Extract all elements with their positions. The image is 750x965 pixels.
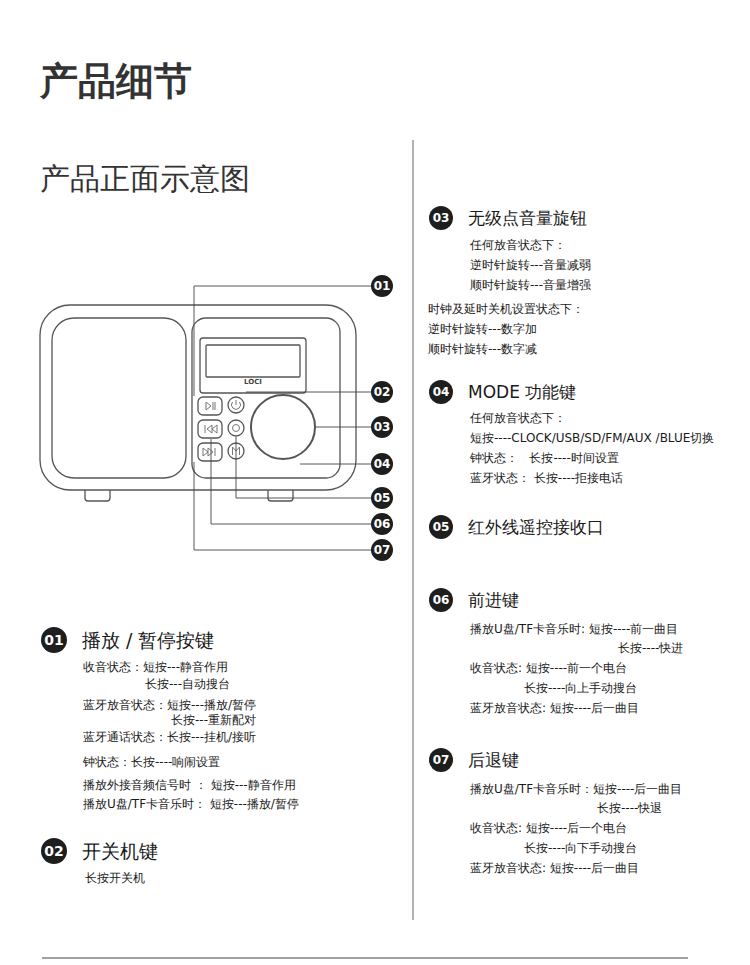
speaker-panel (52, 318, 186, 478)
logo-text: LOCI (244, 378, 262, 386)
callout-circle: 04 (371, 453, 393, 475)
instruction-text: 蓝牙状态： 长按----拒接电话 (470, 471, 623, 485)
section-heading: MODE 功能键 (468, 382, 576, 402)
leader-lines (194, 286, 371, 550)
foot (85, 490, 110, 501)
instruction-text: 顺时针旋转---音量增强 (470, 278, 591, 292)
callout-circle: 01 (371, 275, 393, 297)
section-heading: 无级点音量旋钮 (468, 208, 587, 228)
callout-circle: 05 (429, 515, 453, 539)
callout-number: 05 (374, 492, 391, 504)
display-screen (206, 345, 300, 377)
power-button (228, 397, 244, 413)
callout-circle: 06 (371, 513, 393, 535)
ir-receiver (228, 420, 244, 436)
instruction-text: 长按----向上手动搜台 (524, 681, 637, 695)
instruction-text: 长按----快退 (597, 801, 662, 815)
bottom-rule (42, 958, 688, 959)
display-frame (200, 338, 306, 393)
instruction-text: 任何放音状态下： (470, 238, 566, 252)
instruction-text: 短按----CLOCK/USB/SD/FM/AUX /BLUE切换 (470, 431, 714, 445)
column-divider (413, 140, 414, 920)
section-heading: 红外线遥控接收口 (468, 517, 604, 537)
callout-circle: 02 (41, 838, 67, 864)
section-heading: 开关机键 (82, 840, 158, 863)
callout-number: 05 (433, 521, 450, 533)
instruction-text: 收音状态: 短按----后一个电台 (470, 821, 627, 835)
callout-circle: 01 (41, 627, 67, 653)
section-heading: 播放 / 暂停按键 (82, 629, 214, 652)
instruction-text: 时钟及延时关机设置状态下： (428, 302, 584, 316)
next-button (198, 443, 222, 461)
callout-circle: 05 (371, 487, 393, 509)
callout-number: 02 (44, 844, 63, 858)
instruction-text: 收音状态: 短按----前一个电台 (470, 661, 627, 675)
instruction-text: 顺时针旋转---数字减 (428, 342, 537, 356)
button-icons (203, 400, 240, 456)
page-title: 产品细节 (40, 59, 192, 105)
prev-button (198, 420, 222, 438)
callout-number: 03 (374, 421, 391, 433)
instruction-text: 蓝牙放音状态: 短按----后一曲目 (470, 701, 639, 715)
volume-knob (251, 395, 315, 459)
callout-number: 07 (374, 544, 391, 556)
callout-circle: 04 (429, 380, 453, 404)
section-heading: 前进键 (468, 590, 519, 610)
instruction-text: 钟状态：长按----响闹设置 (83, 755, 220, 769)
instruction-text: 钟状态： 长按----时间设置 (470, 451, 619, 465)
callout-circle: 07 (429, 748, 453, 772)
callout-number: 07 (433, 754, 450, 766)
section-heading: 后退键 (468, 750, 519, 770)
callout-number: 06 (374, 518, 391, 530)
instruction-text: 播放U盘/TF卡音乐时: 短按----前一曲目 (470, 622, 678, 636)
instruction-text: 播放U盘/TF卡音乐时： 短按---播放/暂停 (83, 797, 299, 811)
callout-number: 04 (433, 386, 450, 398)
callout-number: 04 (374, 458, 391, 470)
instruction-text: 逆时针旋转---数字加 (428, 322, 537, 336)
play-button (198, 397, 222, 415)
callout-circle: 03 (429, 206, 453, 230)
instruction-text: 长按----向下手动搜台 (524, 841, 637, 855)
instruction-text: 播放U盘/TF卡音乐时：短按----后一曲目 (470, 782, 682, 796)
callout-number: 03 (433, 212, 450, 224)
subheading: 产品正面示意图 (40, 161, 250, 197)
callout-circle: 03 (371, 416, 393, 438)
instruction-text: 收音状态：短按---静音作用 (83, 660, 228, 674)
callout-circle: 02 (371, 381, 393, 403)
instruction-text: 长按---自动搜台 (145, 677, 230, 691)
callout-circle: 07 (371, 539, 393, 561)
control-panel (192, 318, 340, 478)
instruction-text: 长按开关机 (85, 871, 145, 885)
instruction-text: 播放外接音频信号时 ： 短按---静音作用 (83, 778, 296, 792)
instruction-text: 蓝牙放音状态: 短按----后一曲目 (470, 861, 639, 875)
foot (268, 490, 293, 501)
callout-number: 02 (374, 386, 391, 398)
radio-housing (40, 305, 356, 490)
instruction-text: 任何放音状态下： (470, 411, 566, 425)
instruction-text: 蓝牙放音状态：短按---播放/暂停 (83, 698, 256, 712)
callout-number: 06 (433, 594, 450, 606)
callout-number: 01 (374, 280, 391, 292)
instruction-text: 逆时针旋转---音量减弱 (470, 258, 591, 272)
callout-circle: 06 (429, 588, 453, 612)
instruction-text: 长按----快进 (618, 641, 683, 655)
instruction-text: 蓝牙通话状态：长按---挂机/接听 (83, 730, 256, 744)
callout-number: 01 (44, 633, 63, 647)
instruction-text: 长按---重新配对 (171, 713, 256, 727)
